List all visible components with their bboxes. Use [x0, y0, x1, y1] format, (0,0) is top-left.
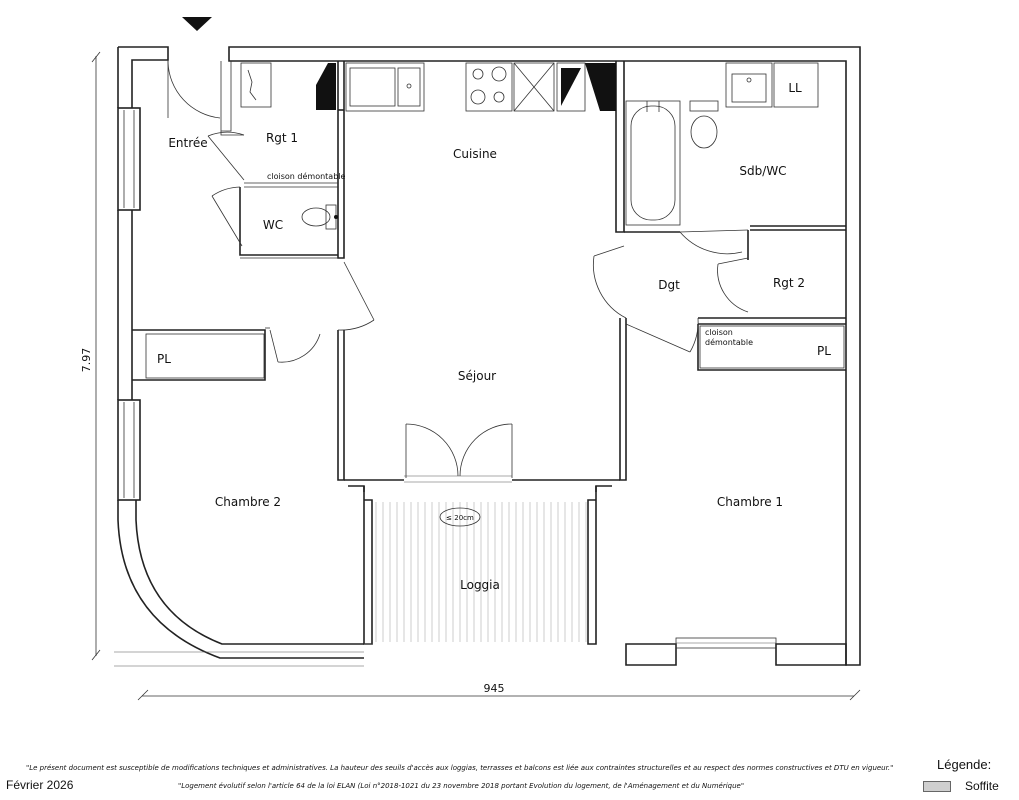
ceiling-height-marker [439, 507, 481, 527]
room-label-pl-left: PL [157, 352, 171, 366]
room-label-entree: Entrée [168, 136, 207, 150]
entrance-arrow-icon [182, 17, 212, 31]
room-label-sdb: Sdb/WC [739, 164, 786, 178]
legend-item-soffite: Soffite [923, 779, 999, 793]
closet-left [145, 333, 265, 379]
room-label-rgt1: Rgt 1 [266, 131, 298, 145]
loggia-floor [375, 502, 587, 642]
dimension-height: 7.97 [80, 348, 93, 373]
footnote-1: "Le présent document est susceptible de … [26, 764, 894, 772]
room-label-chambre2: Chambre 2 [215, 495, 281, 509]
room-label-ll: LL [788, 81, 802, 95]
legend-item-label: Soffite [965, 779, 999, 793]
label-cloison-2b: démontable [705, 337, 753, 347]
kitchen-fixtures [316, 62, 616, 112]
dimension-lines [91, 51, 861, 701]
label-cloison-2a: cloison [705, 328, 733, 337]
footnote-2: "Logement évolutif selon l'article 64 de… [178, 782, 745, 790]
room-label-rgt2: Rgt 2 [773, 276, 805, 290]
interior-walls [132, 61, 846, 645]
room-label-chambre1: Chambre 1 [717, 495, 783, 509]
dimension-width: 945 [484, 682, 505, 695]
closet-right [699, 325, 845, 369]
toilet-wc [301, 204, 338, 230]
room-label-pl-right: PL [817, 344, 831, 358]
room-label-dgt: Dgt [658, 278, 680, 292]
soffite-swatch-icon [923, 780, 951, 792]
room-label-cuisine: Cuisine [453, 147, 497, 161]
exterior-walls [114, 46, 861, 667]
label-ceiling: ≤ 20cm [446, 514, 474, 522]
legend-title: Légende: [937, 757, 992, 772]
room-label-loggia: Loggia [460, 578, 500, 592]
doors [167, 60, 749, 478]
room-label-wc: WC [263, 218, 283, 232]
bathroom-fixtures [625, 62, 819, 226]
storage-entree [240, 62, 272, 108]
label-cloison-1: cloison démontable [267, 171, 346, 181]
room-label-sejour: Séjour [458, 369, 496, 383]
document-date: Février 2026 [6, 778, 74, 792]
